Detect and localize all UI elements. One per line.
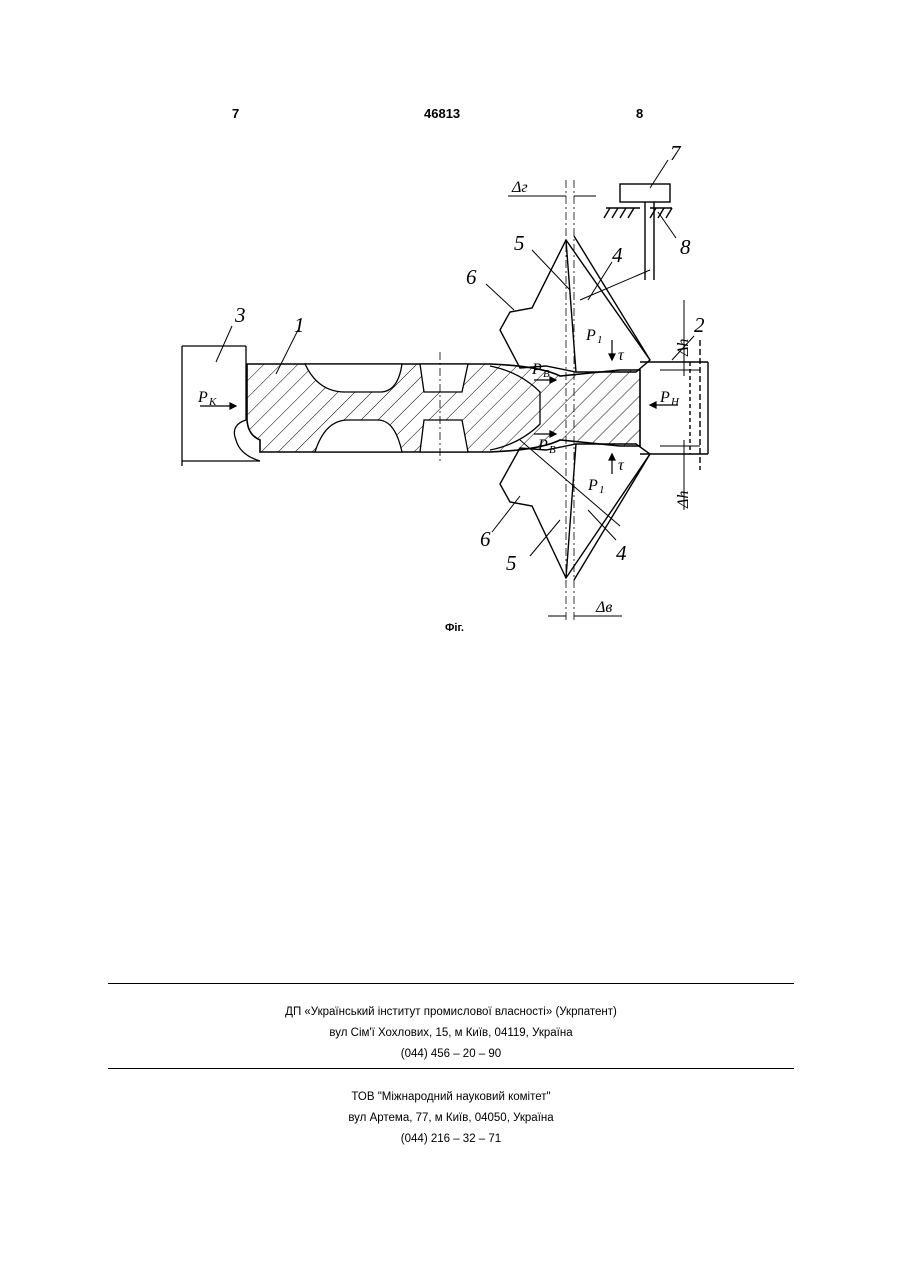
force-p1-upper-subscript: 1: [597, 334, 603, 346]
billet-1: [247, 364, 640, 452]
printer-name: ТОВ "Міжнародний науковий комітет": [108, 1087, 794, 1108]
part-label-4-lower: 4: [616, 541, 627, 565]
force-ph-symbol: P: [659, 389, 670, 406]
part-label-4-upper: 4: [612, 243, 623, 267]
part-label-5-lower: 5: [506, 551, 517, 575]
printer-phone: (044) 216 – 32 – 71: [108, 1129, 794, 1150]
part-label-8: 8: [680, 235, 691, 259]
tool-lower: [500, 444, 650, 580]
technical-drawing: 3 1 2 4 4 5 5 6 6 7 8 P K P H P B P B P …: [0, 0, 900, 640]
force-pb-lower-symbol: P: [537, 437, 548, 454]
footer-divider-bottom: [108, 1068, 794, 1069]
delta-g-symbol: Δг: [511, 179, 528, 196]
delta-b-symbol: Δв: [595, 599, 612, 616]
force-p1-lower-subscript: 1: [599, 484, 605, 496]
part-label-6-upper: 6: [466, 265, 477, 289]
publisher-block: ДП «Український інститут промислової вла…: [108, 1002, 794, 1065]
publisher-address: вул Сім'ї Хохлових, 15, м Київ, 04119, У…: [108, 1023, 794, 1044]
tau-lower-symbol: τ: [618, 457, 625, 474]
force-pb-lower-subscript: B: [549, 444, 556, 456]
part-label-3: 3: [234, 303, 246, 327]
figure-caption: Фіг.: [445, 622, 464, 634]
force-pk-symbol: P: [197, 389, 208, 406]
printer-block: ТОВ "Міжнародний науковий комітет" вул А…: [108, 1087, 794, 1150]
printer-address: вул Артема, 77, м Київ, 04050, Україна: [108, 1108, 794, 1129]
force-p1-upper-symbol: P: [585, 327, 596, 344]
force-ph-subscript: H: [670, 396, 680, 408]
part-label-2: 2: [694, 313, 705, 337]
tau-upper-symbol: τ: [618, 347, 625, 364]
footer-divider-top: [108, 983, 794, 984]
delta-h-upper-symbol: Δh: [675, 339, 692, 357]
force-pk-subscript: K: [208, 396, 217, 408]
part-label-6-lower: 6: [480, 527, 491, 551]
force-pb-upper-subscript: B: [543, 368, 550, 380]
part-label-7: 7: [670, 141, 682, 165]
part-label-5-upper: 5: [514, 231, 525, 255]
tool-upper: [500, 236, 650, 372]
delta-h-lower-symbol: Δh: [675, 491, 692, 509]
force-pb-upper-symbol: P: [531, 361, 542, 378]
force-p1-lower-symbol: P: [587, 477, 598, 494]
publisher-name: ДП «Український інститут промислової вла…: [108, 1002, 794, 1023]
publisher-phone: (044) 456 – 20 – 90: [108, 1044, 794, 1065]
part-label-1: 1: [294, 313, 305, 337]
